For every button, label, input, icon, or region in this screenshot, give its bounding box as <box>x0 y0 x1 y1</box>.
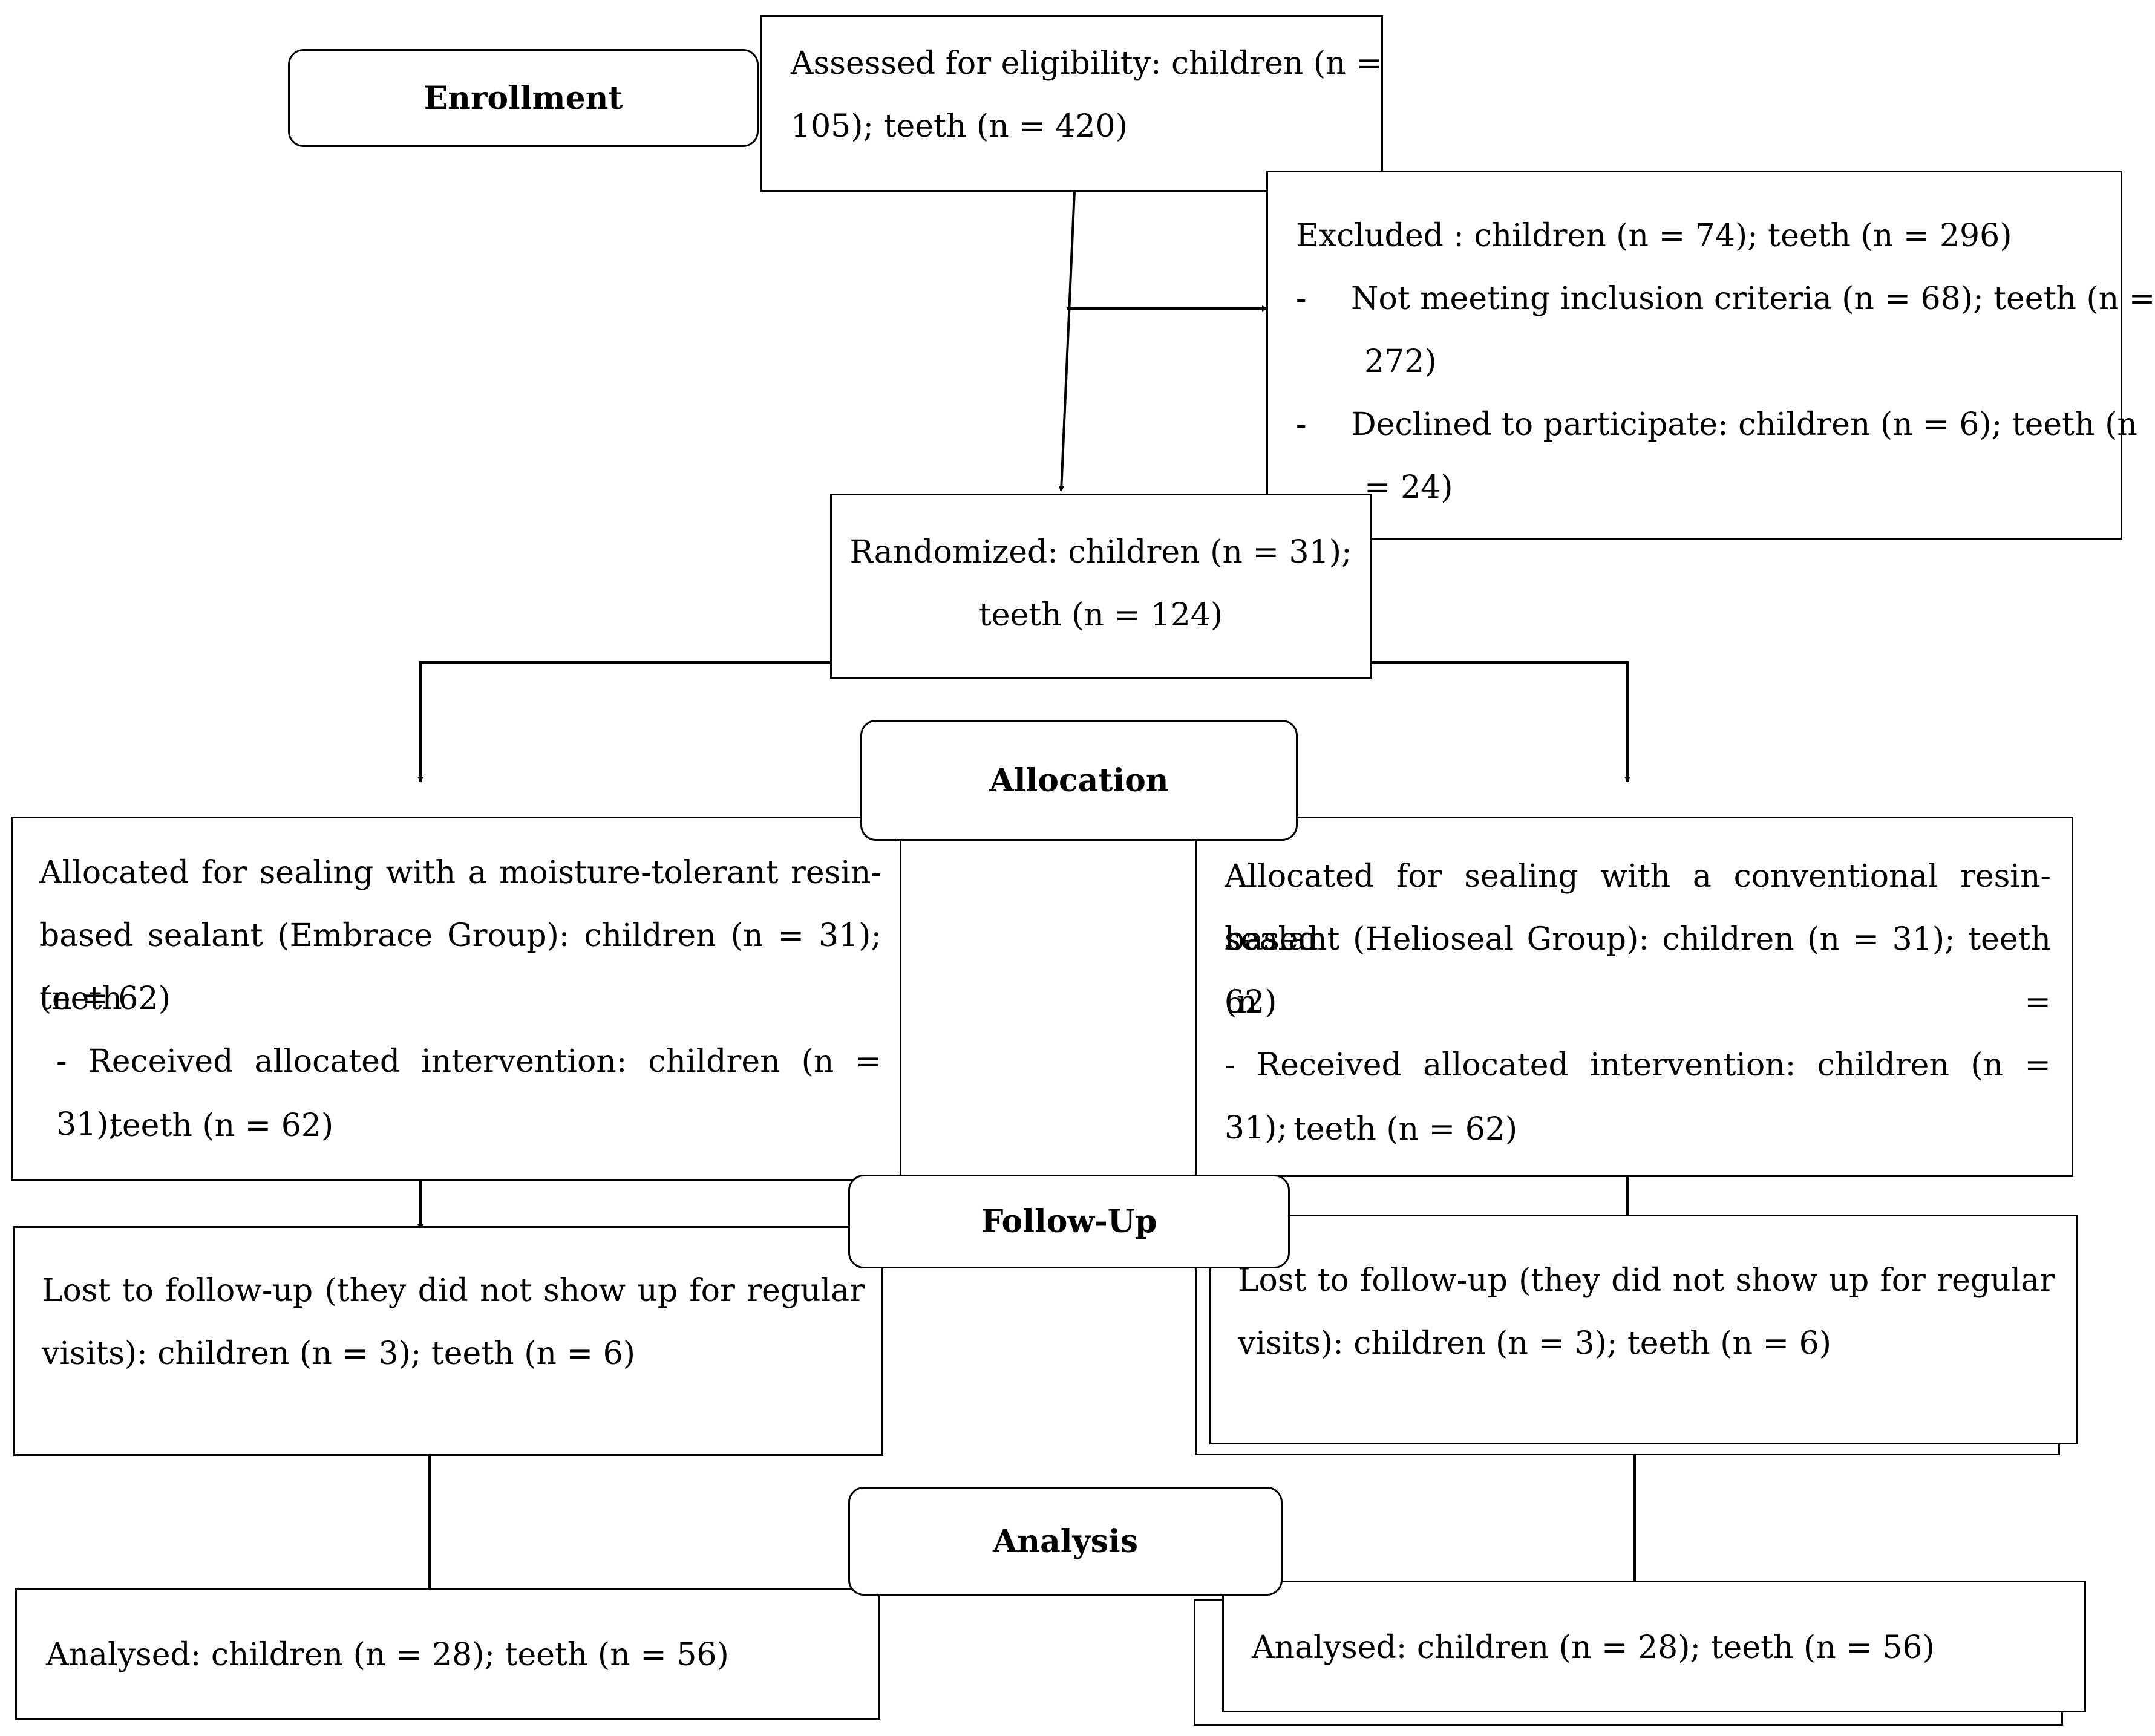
randomized-line-2: teeth (n = 124) <box>978 597 1223 633</box>
randomized-box: Randomized: children (n = 31); teeth (n … <box>830 494 1372 679</box>
lost-left-line-2: visits): children (n = 3); teeth (n = 6) <box>42 1336 636 1372</box>
excluded-dash-1: - <box>1296 281 1307 317</box>
allocated-left-line-3: (n = 62) <box>39 981 171 1017</box>
excluded-bullet-1-line-2: 272) <box>1364 344 1437 380</box>
allocated-left-line-2: based sealant (Embrace Group): children … <box>39 918 881 1017</box>
allocated-right-line-3: 62) <box>1225 984 1277 1020</box>
excluded-bullet-1-line-1: Not meeting inclusion criteria (n = 68);… <box>1351 281 2155 317</box>
allocated-left-line-4: - Received allocated intervention: child… <box>56 1043 881 1143</box>
allocated-right-line-5: teeth (n = 62) <box>1293 1111 1518 1147</box>
assessed-box: Assessed for eligibility: children (n = … <box>760 15 1383 192</box>
analysed-left-box: Analysed: children (n = 28); teeth (n = … <box>15 1588 880 1720</box>
follow-up-label: Follow-Up <box>848 1175 1290 1268</box>
follow-up-label-text: Follow-Up <box>981 1203 1157 1240</box>
arrow-assessed-to-randomized <box>1058 177 1076 492</box>
analysed-right-text: Analysed: children (n = 28); teeth (n = … <box>1252 1630 1935 1666</box>
excluded-bullet-2-line-2: = 24) <box>1364 469 1453 506</box>
allocated-right-box: Allocated for sealing with a conventiona… <box>1195 817 2073 1177</box>
allocation-label-text: Allocation <box>989 762 1169 799</box>
allocated-left-line-5: teeth (n = 62) <box>110 1108 334 1144</box>
arrow-randomized-to-right <box>1370 661 1630 783</box>
enrollment-label-text: Enrollment <box>423 79 623 117</box>
excluded-line-1: Excluded : children (n = 74); teeth (n =… <box>1296 218 2012 254</box>
arrow-randomized-to-left <box>417 661 831 783</box>
lost-left-box: Lost to follow-up (they did not show up … <box>13 1226 883 1456</box>
excluded-box: Excluded : children (n = 74); teeth (n =… <box>1266 171 2155 540</box>
allocated-left-box: Allocated for sealing with a moisture-to… <box>11 817 901 1181</box>
excluded-dash-2: - <box>1296 406 1307 443</box>
analysed-right-box: Analysed: children (n = 28); teeth (n = … <box>1222 1581 2086 1712</box>
excluded-bullet-2-line-1: Declined to participate: children (n = 6… <box>1351 406 2137 443</box>
enrollment-label: Enrollment <box>288 49 759 147</box>
allocation-label: Allocation <box>860 720 1298 841</box>
allocated-right-line-1: Allocated for sealing with a conventiona… <box>1225 858 2051 958</box>
lost-right-line-2: visits): children (n = 3); teeth (n = 6) <box>1238 1325 1832 1362</box>
lost-left-line-1: Lost to follow-up (they did not show up … <box>42 1273 865 1309</box>
lost-right-box: Lost to follow-up (they did not show up … <box>1209 1215 2078 1444</box>
assessed-line-2: 105); teeth (n = 420) <box>791 108 1128 145</box>
randomized-line-1: Randomized: children (n = 31); <box>849 534 1352 570</box>
allocated-right-line-2: sealant (Helioseal Group): children (n =… <box>1225 921 2051 1020</box>
lost-right-line-1: Lost to follow-up (they did not show up … <box>1238 1262 2055 1299</box>
analysis-label-text: Analysis <box>992 1522 1139 1560</box>
analysed-left-text: Analysed: children (n = 28); teeth (n = … <box>46 1637 729 1673</box>
assessed-line-1: Assessed for eligibility: children (n = <box>791 45 1382 82</box>
allocated-left-line-1: Allocated for sealing with a moisture-to… <box>39 855 881 891</box>
analysis-label: Analysis <box>848 1487 1283 1596</box>
allocated-right-line-4: - Received allocated intervention: child… <box>1225 1047 2051 1146</box>
